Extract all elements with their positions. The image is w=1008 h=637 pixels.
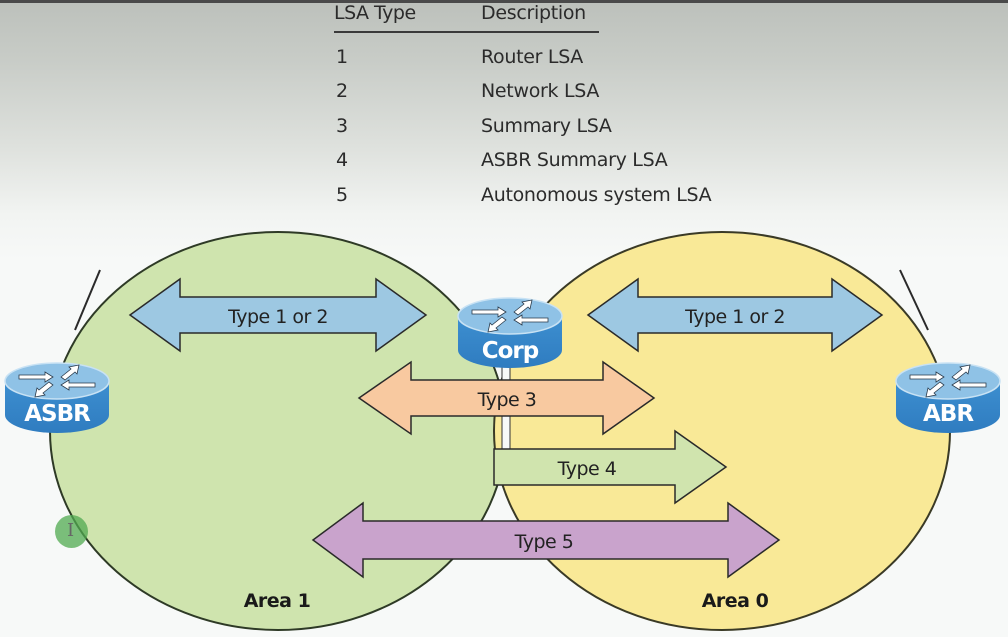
row-description: Network LSA [481, 80, 600, 103]
arrow-label: Type 1 or 2 [227, 306, 328, 328]
router-corp[interactable]: Corp [457, 297, 563, 369]
row-type: 2 [336, 80, 349, 103]
router-corp-label: Corp [482, 338, 539, 364]
row-type: 4 [336, 149, 349, 172]
arrow-label: Type 5 [514, 531, 574, 553]
table-header: LSA Type Description [334, 0, 754, 34]
row-description: Summary LSA [481, 114, 612, 137]
row-description: Autonomous system LSA [481, 183, 712, 206]
arrow-type-5: Type 5 [311, 501, 781, 579]
arrow-type-4: Type 4 [493, 429, 728, 505]
arrow-label: Type 1 or 2 [684, 306, 785, 328]
mouse-cursor-indicator: I [55, 515, 88, 548]
row-type: 3 [336, 114, 349, 137]
row-type: 5 [336, 183, 349, 206]
arrow-label: Type 3 [477, 389, 537, 411]
lsa-type-table: LSA Type Description 1 Router LSA 2 Netw… [334, 0, 754, 206]
arrow-type-3: Type 3 [357, 360, 656, 436]
row-description: ASBR Summary LSA [481, 149, 668, 172]
abr-link-line [899, 269, 929, 331]
router-asbr-label: ASBR [24, 401, 91, 427]
arrow-type-1-or-2-area-1: Type 1 or 2 [128, 277, 428, 353]
router-abr-label: ABR [923, 401, 974, 427]
area-1-region [49, 231, 507, 631]
window-top-border [0, 0, 1008, 3]
asbr-link-line [74, 269, 101, 331]
router-abr[interactable]: ABR [895, 362, 1001, 434]
table-row: 1 Router LSA [334, 34, 754, 68]
text-cursor-icon: I [67, 520, 75, 541]
header-lsa-type: LSA Type [334, 2, 416, 24]
header-description: Description [481, 2, 586, 24]
table-row: 2 Network LSA [334, 68, 754, 102]
row-description: Router LSA [481, 46, 584, 68]
arrow-type-1-or-2-area-0: Type 1 or 2 [586, 277, 884, 353]
arrow-label: Type 4 [557, 458, 617, 480]
area-0-label: Area 0 [702, 590, 769, 612]
table-row: 5 Autonomous system LSA [334, 172, 754, 206]
table-row: 3 Summary LSA [334, 103, 754, 137]
area-1-label: Area 1 [244, 590, 311, 612]
header-rule [334, 31, 599, 33]
table-row: 4 ASBR Summary LSA [334, 137, 754, 171]
area-0-region [493, 231, 951, 631]
router-asbr[interactable]: ASBR [4, 362, 110, 434]
row-type: 1 [336, 46, 349, 68]
